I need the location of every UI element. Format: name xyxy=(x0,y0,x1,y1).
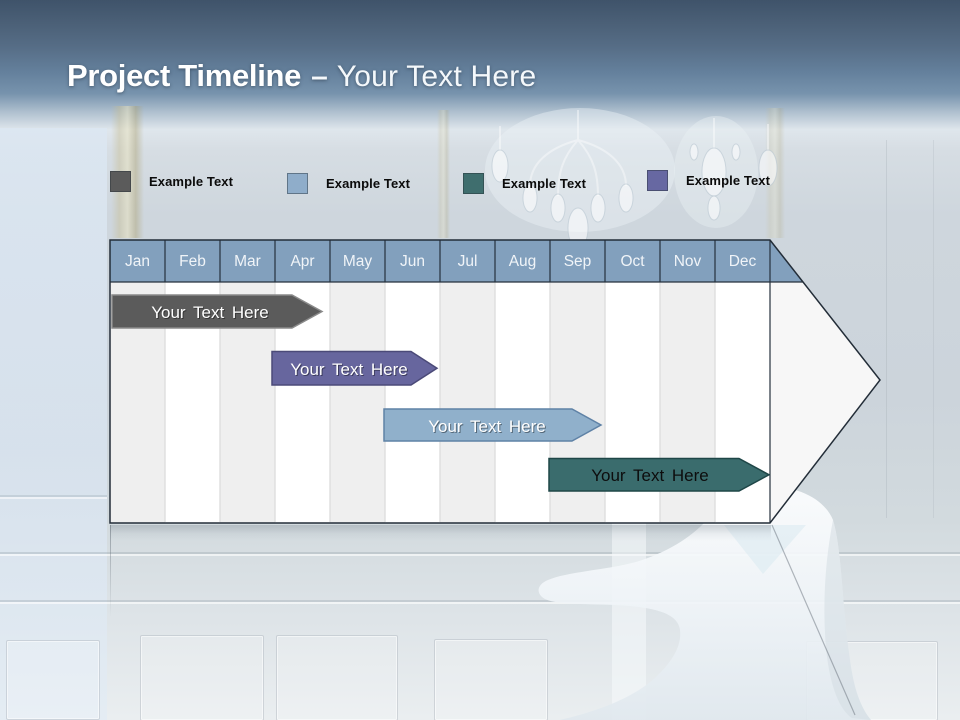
legend-item: Example Text xyxy=(110,171,233,192)
wall-left-light-band xyxy=(0,128,107,720)
wall-panel xyxy=(6,640,100,720)
title-separator: – xyxy=(311,60,328,93)
month-label: Feb xyxy=(179,253,206,270)
month-labels: Jan Feb Mar Apr May Jun Jul Aug Sep Oct … xyxy=(125,253,757,270)
legend-swatch xyxy=(463,173,484,194)
gantt-bar-label: Your Text Here xyxy=(290,360,408,379)
gantt-bar-label: Your Text Here xyxy=(591,466,709,485)
slide-title: Project Timeline–Your Text Here xyxy=(67,58,536,94)
gantt-bar-shape[interactable] xyxy=(271,350,439,386)
wall-panel-line xyxy=(886,140,934,518)
gantt-bar-label-shadow: Your Text Here xyxy=(429,418,547,437)
chandelier-crystals xyxy=(491,143,778,249)
legend-item: Example Text xyxy=(287,173,410,194)
gantt-bar[interactable]: Your Text Here Your Text Here xyxy=(383,408,603,442)
picture-frame-edge xyxy=(437,110,450,238)
title-primary: Project Timeline xyxy=(67,58,302,93)
gantt-bar-label-shadow: Your Text Here xyxy=(291,361,409,380)
wall-molding-line xyxy=(0,552,960,554)
legend-label: Example Text xyxy=(149,174,234,189)
chandelier-arms xyxy=(499,110,769,197)
gantt-bar[interactable]: Your Text Here xyxy=(548,457,771,492)
arrow-reflection-wedge xyxy=(724,525,806,574)
wall-bright-gap xyxy=(612,520,646,720)
wall-panel xyxy=(434,639,548,720)
wall-molding-line xyxy=(0,495,107,497)
timeline-shadow xyxy=(110,525,771,541)
month-label: Mar xyxy=(234,253,261,270)
timeline-arrow-container: Jan Feb Mar Apr May Jun Jul Aug Sep Oct … xyxy=(109,239,881,524)
gantt-bar-label-shadow: Your Text Here xyxy=(152,304,270,323)
timeline-arrow-outline xyxy=(109,239,881,524)
gantt-bars: Your Text Here Your Text Here Your Text … xyxy=(111,294,771,492)
month-label: Sep xyxy=(564,253,592,270)
legend-swatch xyxy=(287,173,308,194)
month-label: Aug xyxy=(509,253,537,270)
gantt-bar[interactable]: Your Text Here Your Text Here xyxy=(271,350,439,386)
wall-molding-line xyxy=(0,600,960,602)
wall-panel xyxy=(140,635,264,720)
month-label: Dec xyxy=(729,253,757,270)
header-dividers xyxy=(110,240,803,523)
gantt-bar[interactable]: Your Text Here Your Text Here xyxy=(111,294,324,329)
legend-item: Example Text xyxy=(647,170,770,191)
legend-label: Example Text xyxy=(686,173,771,188)
gantt-bar-shape[interactable] xyxy=(111,294,324,329)
gantt-bar-shape[interactable] xyxy=(548,457,771,492)
month-label: Nov xyxy=(674,253,702,270)
month-label: Apr xyxy=(290,253,314,270)
legend-swatch xyxy=(110,171,131,192)
legend-label: Example Text xyxy=(326,176,411,191)
month-label: Jan xyxy=(125,253,150,270)
month-label: Jul xyxy=(458,253,478,270)
gantt-bar-label: Your Text Here xyxy=(428,417,546,436)
month-header-band xyxy=(110,240,803,282)
arrow-reflection-line xyxy=(771,524,856,716)
month-label: Jun xyxy=(400,253,425,270)
gantt-bar-label: Your Text Here xyxy=(151,303,269,322)
month-label: May xyxy=(343,253,373,270)
month-label: Oct xyxy=(620,253,645,270)
timeline-edge-reflection xyxy=(110,525,111,617)
legend-swatch xyxy=(647,170,668,191)
title-secondary: Your Text Here xyxy=(336,60,537,93)
wall-panel xyxy=(276,635,398,720)
legend-label: Example Text xyxy=(502,176,587,191)
gantt-bar-shape[interactable] xyxy=(383,408,603,442)
chair-shading xyxy=(824,520,871,720)
legend-item: Example Text xyxy=(463,173,586,194)
